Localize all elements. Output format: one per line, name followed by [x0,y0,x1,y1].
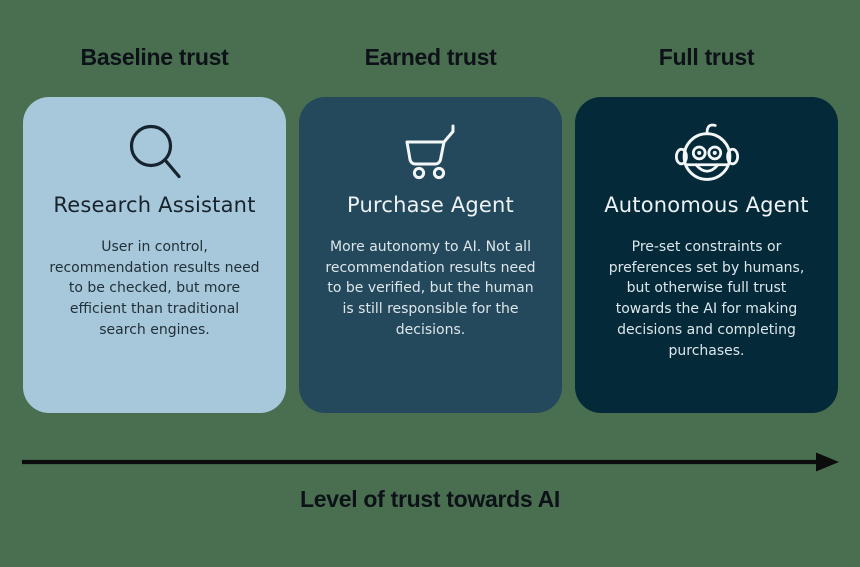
search-icon [128,123,182,181]
axis-label: Level of trust towards AI [299,486,561,512]
cards-row: Research Assistant User in control, reco… [23,97,838,413]
arrowhead-right [816,452,839,472]
card-description: User in control, recommendation results … [49,239,260,338]
column-headers: Baseline trust Earned trust Full trust [23,44,838,71]
header-earned-trust: Earned trust [364,44,497,70]
card-title: Research Assistant [53,193,256,217]
card-purchase-agent: Purchase Agent More autonomy to AI. Not … [299,97,562,413]
shopping-cart-icon [399,123,463,181]
robot-icon [668,123,746,181]
card-description: More autonomy to AI. Not all recommendat… [325,239,536,338]
trust-axis-arrow [0,447,860,477]
card-title: Purchase Agent [347,193,514,217]
card-autonomous-agent: Autonomous Agent Pre-set constraints or … [575,97,838,413]
header-baseline-trust: Baseline trust [80,44,229,70]
card-research-assistant: Research Assistant User in control, reco… [23,97,286,413]
header-full-trust: Full trust [658,44,755,70]
card-description: Pre-set constraints or preferences set b… [608,239,805,359]
card-title: Autonomous Agent [604,193,809,217]
